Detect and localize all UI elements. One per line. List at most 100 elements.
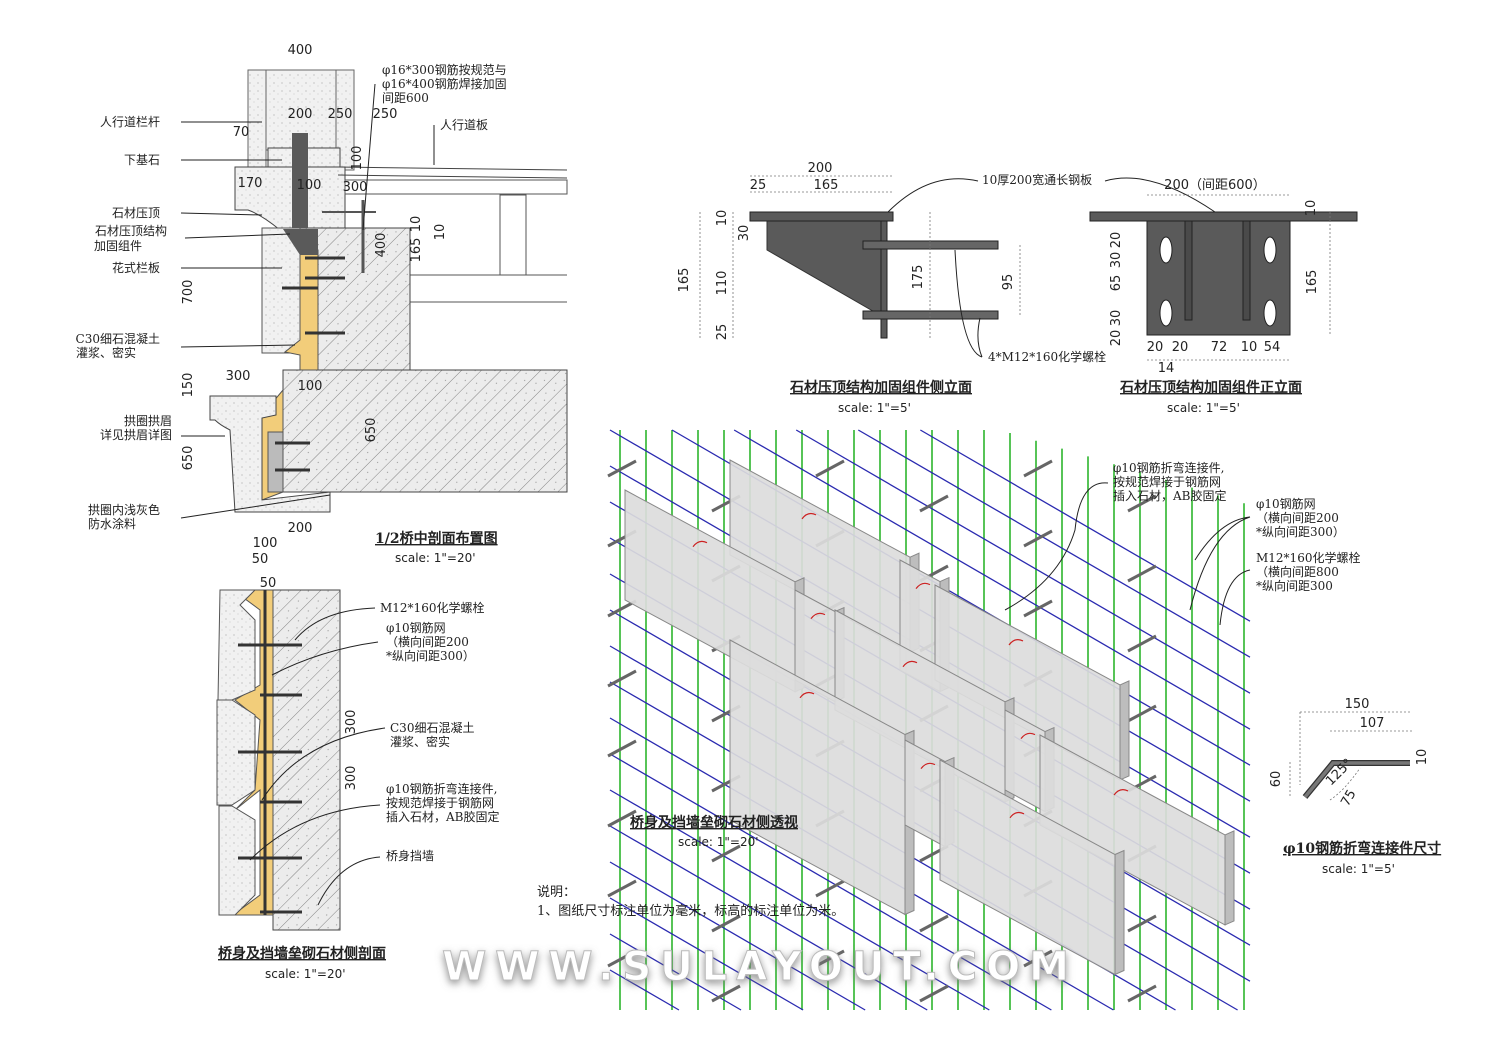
dimension-label: 72: [1211, 340, 1228, 355]
dimension-label: 200: [808, 161, 833, 176]
top-steel-plate: [749, 211, 894, 222]
label-mesh-2: （横向间距200: [1256, 510, 1339, 525]
label-c30-1: C30细石混凝土: [76, 331, 160, 346]
label-connector-2: 按规范焊接于钢筋网: [386, 795, 494, 810]
stone-balustrade: [261, 227, 301, 354]
dimension-label: 300: [344, 710, 359, 735]
dimension-label: 100: [298, 379, 323, 394]
chemical-bolt: [1127, 704, 1157, 723]
chemical-bolt: [919, 914, 949, 933]
mesh-horizontal-bar: [609, 753, 1052, 1011]
dimension-label: 10: [1241, 340, 1258, 355]
chemical-bolt: [1023, 459, 1053, 478]
dimension-label: 70: [233, 125, 250, 140]
bolt: [862, 240, 999, 250]
side-elevation-scale: scale: 1"=5': [838, 401, 911, 415]
dimension-label: 175: [911, 265, 926, 290]
chemical-bolt: [711, 914, 741, 933]
mesh-horizontal-bar: [733, 429, 1251, 730]
leader-lines: [249, 607, 386, 906]
label-connector-2: 按规范焊接于钢筋网: [1113, 474, 1221, 489]
mesh-horizontal-bar: [609, 969, 680, 1011]
reinforcing-bracket: [283, 229, 318, 255]
stiffener: [1242, 220, 1251, 321]
stone-side-face: [1114, 849, 1125, 976]
stone-blocks: [624, 459, 1235, 976]
dimension-label: 60: [1269, 771, 1284, 788]
label-balustrade: 花式栏板: [112, 260, 160, 275]
notes: 说明： 1、图纸尺寸标注单位为毫米，标高的标注单位为米。: [537, 885, 844, 919]
label-waterproof-2: 防水涂料: [88, 516, 136, 531]
label-bolt-1: M12*160化学螺栓: [1256, 550, 1360, 565]
side-elevation-drawing: 10厚200宽通长钢板 4*M12*160化学螺栓 石材压顶结构加固组件侧立面 …: [699, 172, 1216, 415]
dimension-label: 10: [1304, 200, 1319, 217]
bent-connector-mark: [1020, 732, 1036, 740]
chemical-bolt: [607, 459, 637, 478]
label-mesh-1: φ10钢筋网: [1256, 496, 1316, 511]
dimension-label: 650: [364, 418, 379, 443]
dimension-label: 10: [715, 210, 730, 227]
dimension-label: 300: [343, 180, 368, 195]
dimension-label: 200: [288, 107, 313, 122]
bent-connector-mark: [801, 512, 817, 520]
mesh-horizontal-bar: [609, 789, 990, 1011]
label-c30-2: 灌浆、密实: [76, 345, 136, 360]
dimension-label: 30: [1109, 310, 1124, 327]
steel-bar: [292, 133, 308, 228]
chemical-bolt: [711, 844, 741, 863]
chemical-bolt: [1127, 914, 1157, 933]
note-item: 1、图纸尺寸标注单位为毫米，标高的标注单位为米。: [537, 903, 844, 919]
dimension-label: 300: [226, 369, 251, 384]
arch-lintel-stone: [209, 395, 331, 513]
main-section-labels: 人行道栏杆 下基石 石材压顶 石材压顶结构 加固组件 花式栏板 C30细石混凝土…: [76, 62, 507, 565]
dimension-label: 170: [238, 176, 263, 191]
dimension-lines: [1147, 194, 1331, 361]
stone-side-face: [1119, 680, 1130, 781]
front-elevation-title: 石材压顶结构加固组件正立面: [1119, 379, 1302, 396]
mesh-horizontal-bar: [609, 861, 866, 1011]
dimension-label: 20: [1109, 330, 1124, 347]
front-elevation-scale: scale: 1"=5': [1167, 401, 1240, 415]
dimension-label: 30: [737, 225, 752, 242]
bent-connector-mark: [799, 691, 815, 699]
dimension-label: 25: [750, 178, 767, 193]
side-elevation-title: 石材压顶结构加固组件侧立面: [789, 379, 972, 396]
leader-lines: [180, 83, 435, 519]
wall-section-drawing: M12*160化学螺栓 φ10钢筋网 （横向间距200 *纵向间距300） C3…: [216, 589, 500, 981]
main-section-drawing: [209, 69, 568, 513]
concrete-arch-slab: [282, 369, 568, 493]
stone-block: [218, 805, 256, 916]
chemical-bolt: [607, 669, 637, 688]
chemical-bolt: [607, 739, 637, 758]
top-steel-plate: [1089, 211, 1358, 222]
label-waterproof-1: 拱圈内浅灰色: [88, 503, 160, 517]
mesh-horizontal-bar: [609, 897, 804, 1011]
bent-connector-fill: [1303, 761, 1410, 799]
dimension-label: 20: [1147, 340, 1164, 355]
dimension-label: 400: [288, 43, 313, 58]
main-section-scale: scale: 1"=20': [395, 551, 476, 565]
label-mesh-2: （横向间距200: [386, 634, 469, 649]
bent-connector-mark: [810, 612, 826, 620]
vertical-plate: [880, 220, 888, 339]
chemical-bolt: [1023, 599, 1053, 618]
dimension-lines: [1289, 711, 1412, 801]
dimension-label: 25: [715, 324, 730, 341]
dimension-label: 10: [433, 224, 448, 241]
label-railing: 人行道栏杆: [100, 114, 160, 129]
slotted-holes: [1159, 236, 1277, 327]
chemical-bolt: [1127, 984, 1157, 1003]
main-section-title: 1/2桥中剖面布置图: [375, 530, 498, 547]
wall-section-scale: scale: 1"=20': [265, 967, 346, 981]
label-connector-1: φ10钢筋折弯连接件,: [1113, 460, 1225, 475]
dimension-label: 54: [1264, 340, 1281, 355]
gusset-plate: [766, 220, 886, 319]
dimension-label: 50: [260, 576, 277, 591]
railing-post-left: [247, 69, 267, 171]
bent-connector-mark: [692, 540, 708, 548]
label-reinforce-2: 加固组件: [94, 239, 142, 253]
mesh-horizontal-bar: [609, 825, 928, 1011]
chemical-bolt: [1127, 494, 1157, 513]
chemical-bolt: [1023, 949, 1053, 968]
